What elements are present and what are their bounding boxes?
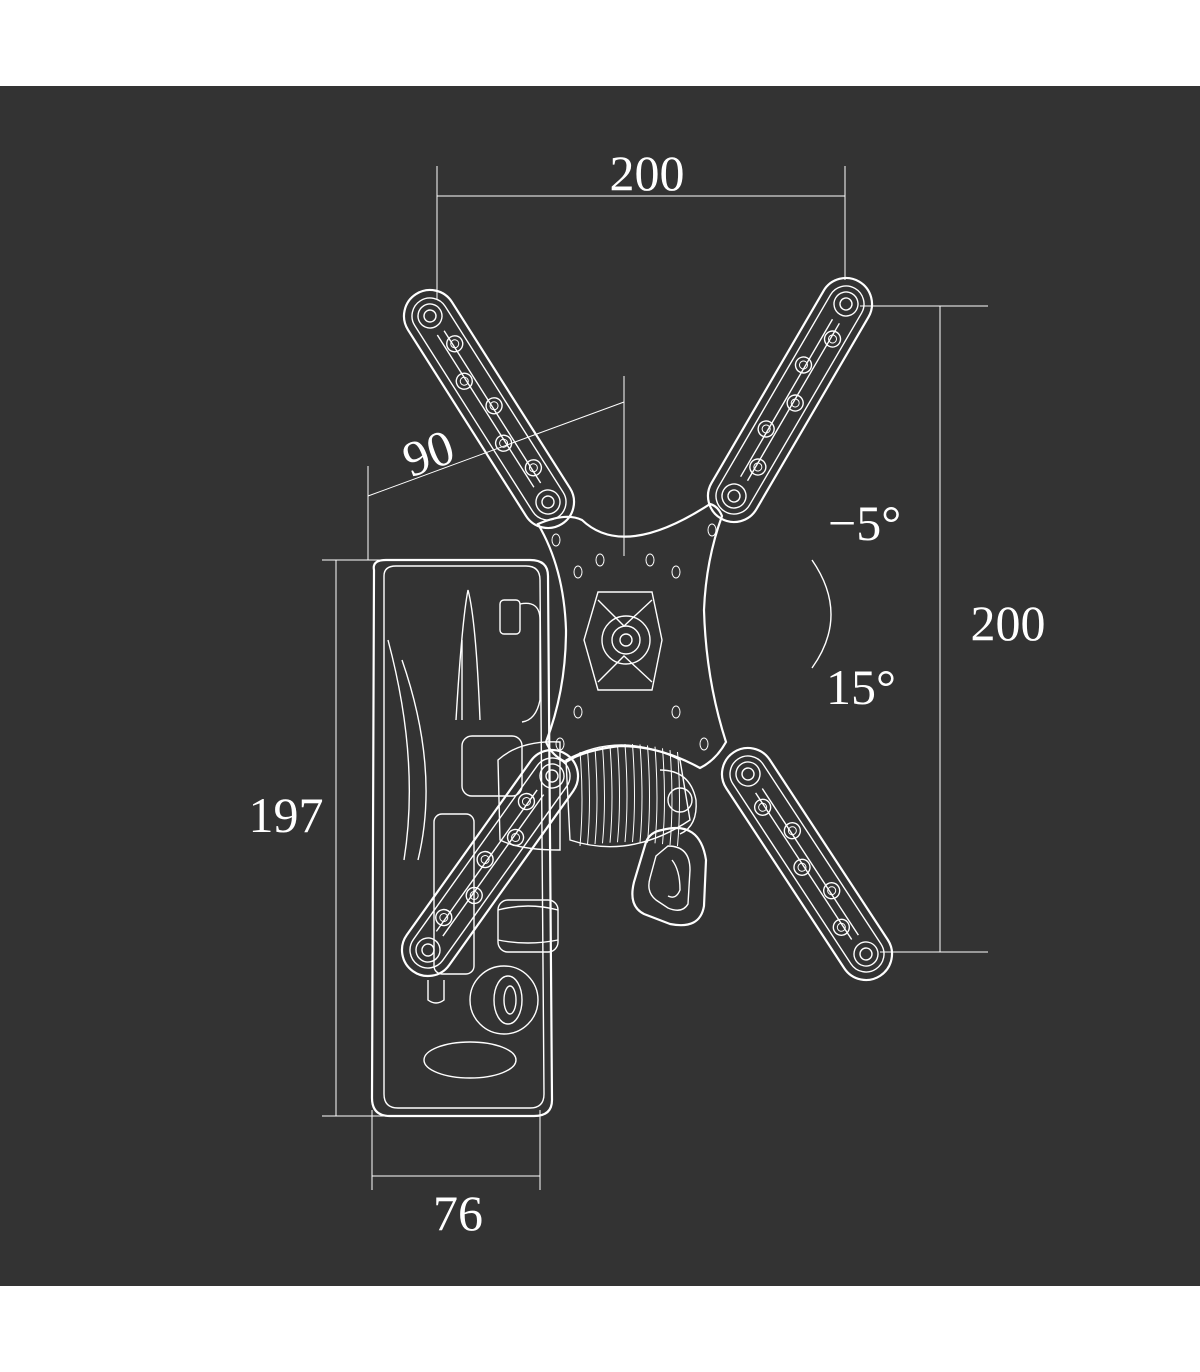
plate-oval-slot [423,1041,517,1079]
vesa-arms [400,276,894,982]
wall-mount-drawing: 200 200 197 76 90 −5° 15° [249,145,1046,1241]
dim-top-width: 200 [610,145,685,201]
tilt-down-label: 15° [826,659,896,715]
dimension-right: 200 [860,305,1046,953]
vesa-plate [536,502,728,770]
dim-plate-width: 76 [433,1185,483,1241]
arm-bottom-right [720,746,894,982]
tilt-up-label: −5° [828,495,901,551]
tilt-handle [631,826,708,927]
dim-plate-height: 197 [249,787,324,843]
dimension-bottom: 76 [371,1110,541,1241]
wall-plate [370,558,554,1118]
tilt-cylinder [565,744,697,848]
arm-top-right [706,276,874,524]
tilt-indicator: −5° 15° [811,495,901,715]
dimension-top: 200 [436,145,846,300]
dimension-left: 197 [249,559,420,1117]
arm-bottom-left [400,748,580,978]
diagram-canvas: 200 200 197 76 90 −5° 15° [0,86,1200,1286]
vesa-center-hub [601,615,651,665]
dim-right-height: 200 [971,595,1046,651]
dim-depth-arm: 90 [395,418,461,488]
pivot-knob [469,965,539,1035]
arm-top-left [402,288,576,530]
